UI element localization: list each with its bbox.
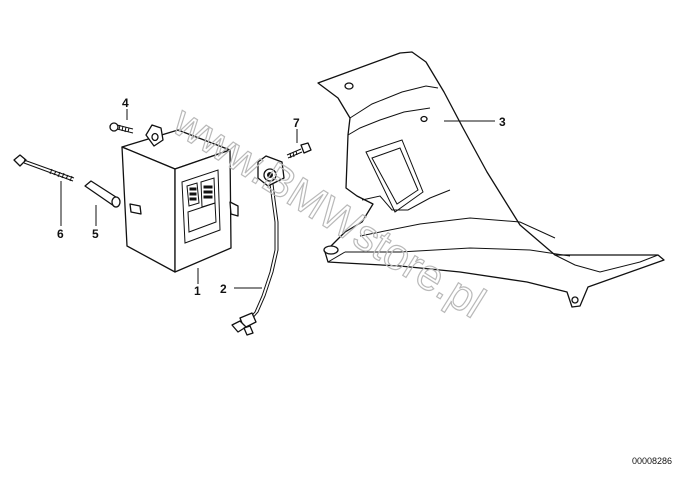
- part-1-control-unit: [121, 124, 239, 273]
- part-7-screw: [286, 142, 312, 159]
- callout-5: 5: [92, 227, 99, 241]
- callout-3: 3: [499, 115, 506, 129]
- callout-4: 4: [122, 96, 129, 110]
- callout-6: 6: [57, 227, 64, 241]
- callout-2: 2: [220, 282, 227, 296]
- part-4-screw: [109, 122, 134, 134]
- callout-7: 7: [293, 116, 300, 130]
- part-2-sensor: [231, 155, 285, 336]
- part-6-bolt: [13, 154, 75, 182]
- callout-lines: [60, 109, 495, 289]
- diagram-code: 00008286: [632, 456, 672, 466]
- part-5-spacer-sleeve: [84, 180, 121, 208]
- callout-labels: 4 7 3 6 5 1 2: [57, 96, 506, 298]
- callout-1: 1: [194, 284, 201, 298]
- part-3-cover-panel: [317, 51, 665, 308]
